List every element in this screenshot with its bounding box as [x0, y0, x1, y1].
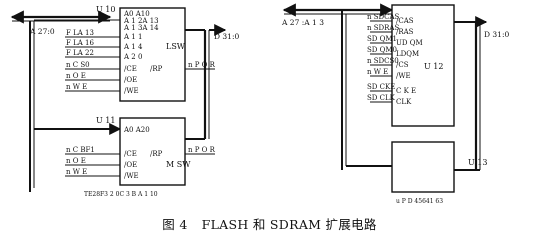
u12-ext-signal: n SDCAS [367, 13, 400, 21]
u11-pin-rp: /RP [150, 150, 163, 158]
u12-pin: UD QM [396, 39, 423, 47]
u10-pin: A0 A10 [123, 10, 150, 18]
u10-pin: A 1 3A 14 [123, 24, 159, 32]
figure-title: FLASH 和 SDRAM 扩展电路 [201, 217, 377, 232]
flash-data-bus-label: D 31:0 [214, 32, 239, 41]
u10-ext-signal: n O E [66, 72, 86, 80]
u11-ref: U 11 [96, 116, 115, 125]
u11-pin: /WE [124, 172, 139, 180]
u12-ext-signal: SD QM0 [367, 46, 397, 54]
u12-pin: LDQM [396, 50, 419, 58]
flash-address-bus: A 27:0 [10, 10, 122, 192]
u10-pin: /CE [124, 65, 137, 73]
sdram-address-bus: A 27 :A 1 3 [281, 3, 394, 170]
u12-ext-signal: SD CKE [367, 83, 395, 91]
u10-ext-signal: n W E [66, 83, 87, 91]
u11-ext-signal: n C BF1 [66, 146, 95, 154]
u10-ext-rp: n P O R [188, 61, 216, 69]
u10-ext-signal: F LA 22 [66, 49, 94, 57]
u13-ref: U 13 [468, 158, 487, 167]
schematic-figure: A 27:0 D 31:0 U 10 A0 A10 A 1 2A 13 A 1 … [0, 3, 539, 233]
u10-ref: U 10 [96, 5, 115, 14]
u12-pin: CLK [396, 98, 412, 106]
u10-ext-signal: n C S0 [66, 61, 90, 69]
circuit-diagram: A 27:0 D 31:0 U 10 A0 A10 A 1 2A 13 A 1 … [10, 3, 509, 205]
u12-pin: /WE [396, 72, 411, 80]
flash-data-bus: D 31:0 [185, 24, 239, 140]
u11-ext-signal: n W E [66, 168, 87, 176]
u10-pin: /WE [124, 87, 139, 95]
u12-ref: U 12 [424, 62, 443, 71]
u11-pin: A0 A20 [123, 126, 150, 134]
u10-pin: /OE [124, 76, 137, 84]
u12-pin: /CS [396, 61, 409, 69]
u11-chip-label: M SW [166, 160, 191, 169]
u10-chip-label: LSW [166, 42, 186, 51]
u12-ext-signal: SD CLK [367, 94, 396, 102]
u11-part-number: TE28F3 2 0C 3 B A 1 10 [84, 191, 158, 198]
u12-ext-signal: SD QM1 [367, 35, 397, 43]
figure-caption: 图 4 FLASH 和 SDRAM 扩展电路 [0, 214, 539, 233]
chip-u11: U 11 A0 A20 /CE /OE /WE /RP M SW n C BF1… [65, 116, 216, 198]
sdram-data-bus: D 31:0 [454, 16, 509, 171]
u10-pin: A 2 0 [123, 53, 142, 61]
u12-pin: /RAS [396, 28, 414, 36]
u11-pin: /OE [124, 161, 137, 169]
u11-ext-signal: n O E [66, 157, 86, 165]
u12-ext-signal: n SDRAS [367, 24, 399, 32]
u10-pin: A 1 4 [123, 43, 143, 51]
u12-pin: C K E [396, 87, 416, 95]
u10-pin: A 1 1 [123, 33, 142, 41]
flash-addr-bus-label: A 27:0 [29, 27, 55, 36]
u10-ext-signal: F LA 13 [66, 29, 94, 37]
u12-ext-signal: n W E [367, 68, 388, 76]
u11-pin: /CE [124, 150, 137, 158]
chip-u10: U 10 A0 A10 A 1 2A 13 A 1 3A 14 A 1 1 A … [65, 5, 216, 102]
u12-ext-signal: n SDCS0 [367, 57, 399, 65]
chip-u13: U 13 u P D 45641 63 [391, 141, 487, 205]
u10-ext-signal: F LA 16 [66, 39, 94, 47]
sdram-data-bus-label: D 31:0 [484, 30, 509, 39]
u10-pin: A 1 2A 13 [123, 17, 159, 25]
u11-ext-rp: n P O R [188, 146, 216, 154]
u13-part-number: u P D 45641 63 [396, 198, 443, 205]
u10-pin-rp: /RP [150, 65, 163, 73]
chip-u12: U 12 /CAS /RAS UD QM LDQM /CS /WE C K E … [367, 4, 455, 127]
figure-number: 图 4 [162, 217, 188, 232]
u12-pin: /CAS [396, 17, 414, 25]
sdram-addr-bus-label: A 27 :A 1 3 [281, 18, 324, 27]
